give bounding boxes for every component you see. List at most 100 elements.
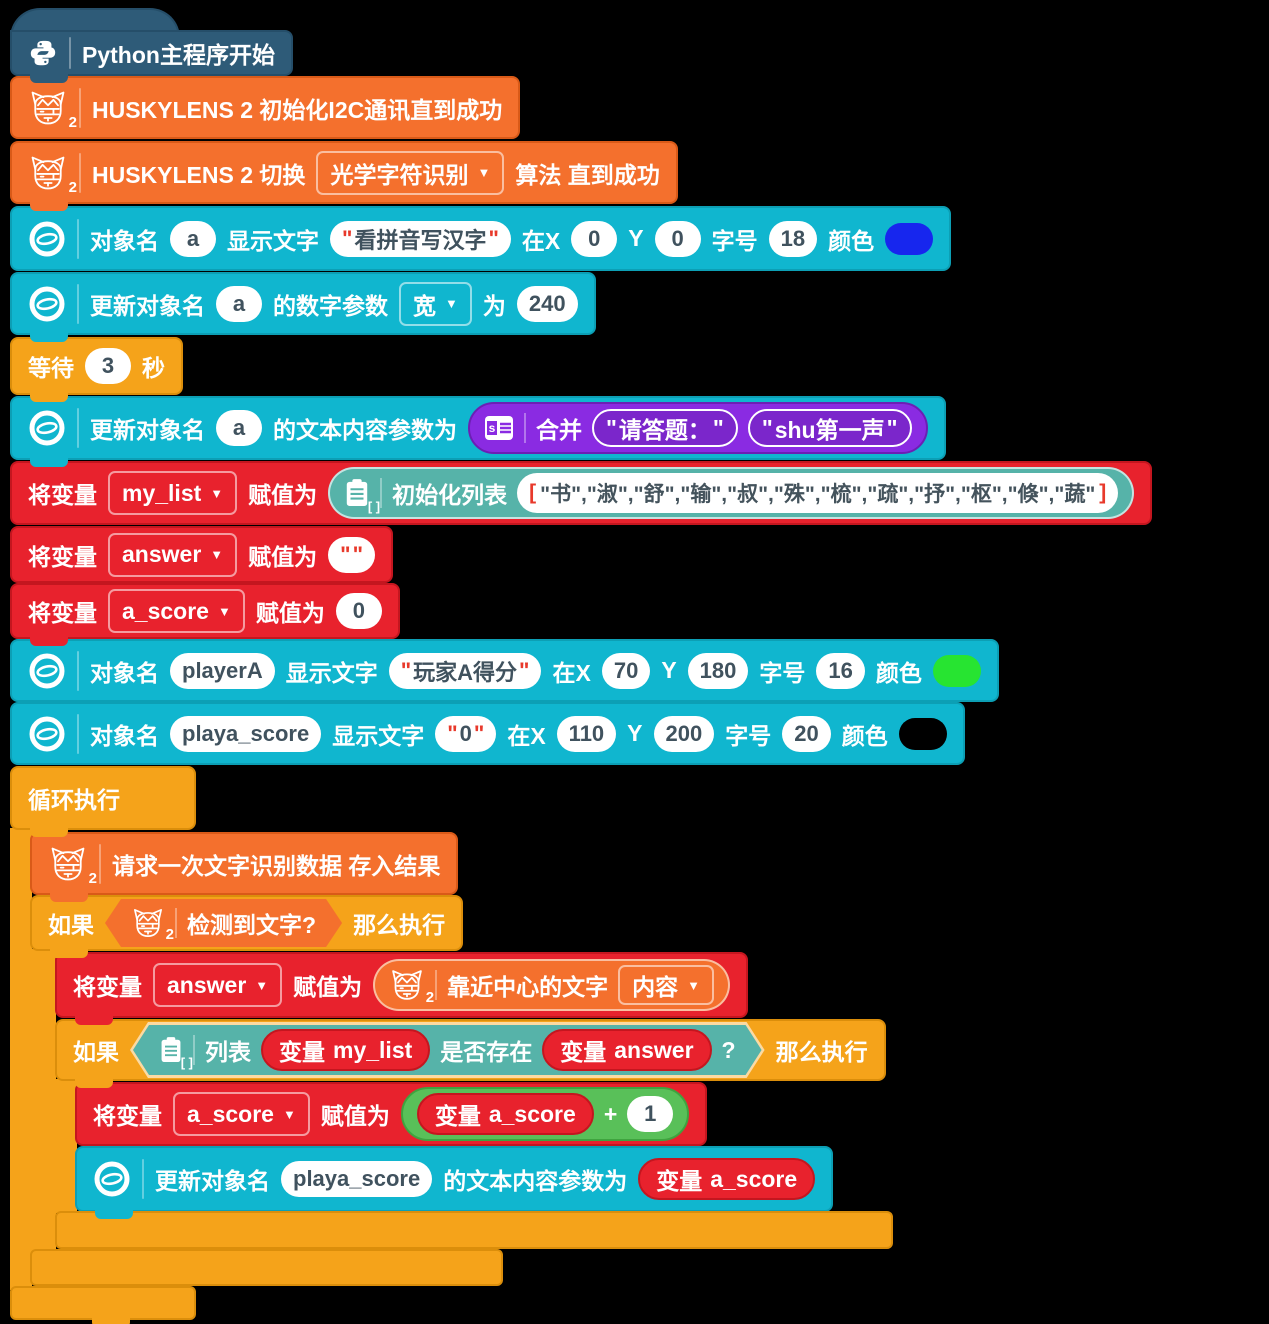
object-name-input[interactable]: a (216, 285, 262, 322)
label-set-variable: 将变量 (73, 974, 142, 1000)
block-update-text-content[interactable]: 更新对象名 a 的文本内容参数为 s 合并 "请答题： " "shu第一声" (10, 396, 946, 467)
label-if: 如果 (73, 1039, 119, 1065)
value-input[interactable]: 0 (335, 593, 382, 629)
y-input[interactable]: 180 (687, 652, 749, 689)
variable-dropdown[interactable]: a_score ▼ (173, 1092, 310, 1136)
text-input[interactable]: "玩家A得分" (388, 652, 542, 689)
merge-string-2-input[interactable]: "shu第一声" (747, 409, 912, 447)
block-loop-forever-header[interactable]: 循环执行 (10, 766, 196, 837)
seconds-input[interactable]: 3 (85, 348, 131, 384)
python-icon (28, 38, 58, 68)
label-assign: 赋值为 (293, 974, 363, 1000)
huskylens-2-subscript: 2 (425, 989, 435, 1006)
loop-block-footer[interactable] (10, 1286, 196, 1324)
condition-text-detected[interactable]: 2 检测到文字? (105, 899, 342, 947)
block-show-text-playerA[interactable]: 对象名 playerA 显示文字 "玩家A得分" 在X 70 Y 180 字号 … (10, 639, 999, 702)
merge-strings-block[interactable]: s 合并 "请答题： " "shu第一声" (468, 402, 928, 454)
addend-input[interactable]: 1 (627, 1096, 674, 1132)
font-size-input[interactable]: 20 (782, 715, 831, 752)
param-dropdown-value: 宽 (413, 292, 436, 319)
variable-dropdown[interactable]: a_score ▼ (108, 589, 245, 633)
block-set-answer-empty[interactable]: 将变量 answer ▼ 赋值为 "" (10, 526, 394, 583)
loop-block-spine[interactable] (10, 828, 32, 1290)
value-input[interactable]: 240 (516, 285, 578, 322)
object-name-input[interactable]: playa_score (170, 715, 322, 752)
font-size-input[interactable]: 18 (768, 220, 818, 257)
block-huskylens-init[interactable]: 2 HUSKYLENS 2 初始化I2C通讯直到成功 (10, 76, 521, 139)
block-huskylens-request-data[interactable]: 2 请求一次文字识别数据 存入结果 (30, 832, 459, 902)
block-update-width[interactable]: 更新对象名 a 的数字参数 宽 ▼ 为 240 (10, 272, 596, 342)
block-show-text-a[interactable]: 对象名 a 显示文字 "看拼音写汉字" 在X 0 Y 0 字号 18 颜色 (10, 206, 952, 271)
variable-dropdown-value: my_list (122, 479, 202, 506)
chevron-down-icon: ▼ (687, 977, 701, 993)
color-swatch[interactable] (932, 654, 981, 687)
block-wait[interactable]: 等待 3 秒 (10, 337, 183, 402)
label-if: 如果 (48, 912, 94, 938)
variable-dropdown-value: a_score (122, 597, 209, 624)
display-object-icon (28, 285, 66, 323)
algorithm-dropdown[interactable]: 光学字符识别 ▼ (316, 150, 505, 195)
block-set-my-list[interactable]: 将变量 my_list ▼ 赋值为 [ ] 初始化列表 [ "书","淑","舒… (10, 461, 1153, 525)
init-list-block[interactable]: [ ] 初始化列表 [ "书","淑","舒","输","叔","殊","梳",… (328, 467, 1135, 519)
divider (193, 1035, 195, 1065)
text-input[interactable]: "看拼音写汉字" (330, 220, 511, 257)
x-input[interactable]: 0 (571, 220, 618, 257)
font-size-input[interactable]: 16 (816, 652, 865, 689)
huskylens-2-subscript: 2 (68, 178, 77, 196)
variable-dropdown[interactable]: answer ▼ (153, 963, 283, 1007)
label-show: 显示文字 (332, 722, 425, 749)
chevron-down-icon: ▼ (255, 977, 269, 993)
block-python-start[interactable]: Python主程序开始 (10, 30, 293, 83)
list-items-input[interactable]: [ "书","淑","舒","输","叔","殊","梳","疏","抒","枢… (517, 473, 1119, 513)
label-at-x: 在X (507, 722, 546, 749)
chevron-down-icon: ▼ (445, 296, 458, 311)
block-huskylens-switch-algorithm[interactable]: 2 HUSKYLENS 2 切换 光学字符识别 ▼ 算法 直到成功 (10, 141, 678, 211)
ocr-text-near-center-block[interactable]: 2 靠近中心的文字 内容 ▼ (373, 959, 731, 1011)
label-object: 对象名 (90, 722, 159, 749)
variable-dropdown[interactable]: answer ▼ (108, 532, 238, 577)
block-set-a-score-zero[interactable]: 将变量 a_score ▼ 赋值为 0 (10, 583, 400, 646)
object-name-input[interactable]: a (170, 220, 216, 257)
if-list-block-spine[interactable] (55, 1079, 77, 1213)
object-name-input[interactable]: playerA (170, 652, 275, 689)
variable-dropdown[interactable]: my_list ▼ (108, 471, 238, 515)
label-y: Y (661, 657, 677, 683)
divider (79, 152, 81, 193)
attribute-dropdown[interactable]: 内容 ▼ (618, 965, 715, 1005)
notch-tab (50, 947, 88, 958)
merge-string-1-input[interactable]: "请答题： " (592, 409, 738, 447)
huskylens-2-subscript: 2 (88, 869, 97, 887)
chevron-down-icon: ▼ (210, 547, 224, 562)
variable-dropdown-value: a_score (187, 1100, 274, 1127)
text-input[interactable]: "0" (435, 715, 497, 752)
object-name-input[interactable]: a (216, 410, 262, 446)
block-if-text-detected-header[interactable]: 如果 2 检测到文字? 那么执行 (30, 895, 464, 958)
param-dropdown[interactable]: 宽 ▼ (399, 281, 472, 326)
y-input[interactable]: 0 (654, 220, 701, 257)
color-swatch[interactable] (898, 717, 947, 750)
label-then: 那么执行 (775, 1039, 868, 1065)
color-swatch[interactable] (885, 222, 934, 255)
object-name-input[interactable]: playa_score (281, 1161, 433, 1197)
x-input[interactable]: 110 (556, 715, 617, 752)
label-update-prefix: 更新对象名 (90, 417, 205, 443)
if-text-block-footer[interactable] (30, 1249, 503, 1286)
block-show-text-playa-score[interactable]: 对象名 playa_score 显示文字 "0" 在X 110 Y 200 字号… (10, 702, 965, 765)
value-input[interactable]: "" (328, 536, 376, 573)
if-text-block-spine[interactable] (30, 949, 56, 1251)
notch-tab (30, 391, 68, 402)
if-list-block-footer[interactable] (55, 1211, 893, 1249)
block-set-answer-from-ocr[interactable]: 将变量 answer ▼ 赋值为 2 靠近中心的文字 内容 ▼ (55, 952, 749, 1025)
x-input[interactable]: 70 (601, 652, 651, 689)
y-input[interactable]: 200 (653, 715, 715, 752)
